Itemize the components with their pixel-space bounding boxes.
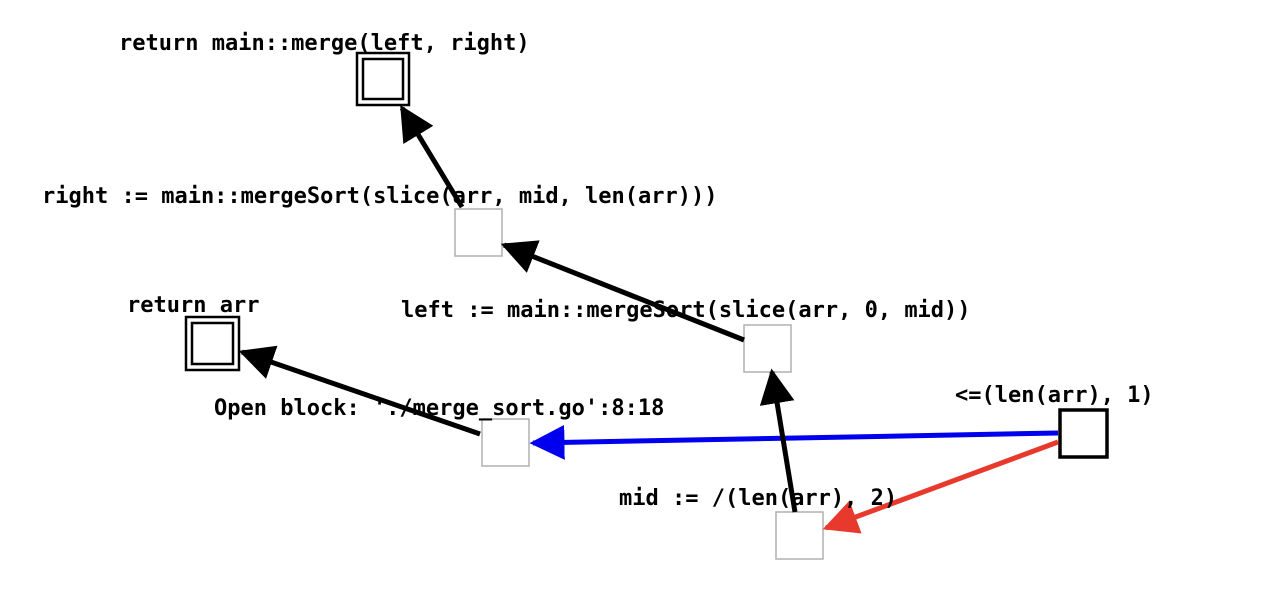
label-left-assign: left := main::mergeSort(slice(arr, 0, mi…	[401, 298, 971, 323]
node-return-arr	[184, 315, 241, 372]
node-condition	[1058, 408, 1109, 459]
label-right-assign: right := main::mergeSort(slice(arr, mid,…	[42, 184, 718, 209]
edge-open-block-to-return-arr	[238, 345, 481, 437]
label-return-merge: return main::merge(left, right)	[119, 31, 530, 56]
label-mid-assign: mid := /(len(arr), 2)	[619, 486, 897, 511]
node-open-block	[481, 418, 530, 467]
node-return-merge	[355, 51, 411, 107]
edge-left-assign-to-right-assign	[500, 240, 745, 343]
node-right-assign	[454, 208, 503, 257]
edge-right-assign-to-return-merge	[399, 105, 465, 209]
edge-mid-assign-to-left-assign	[759, 368, 798, 513]
node-mid-assign	[775, 511, 824, 560]
label-condition: <=(len(arr), 1)	[955, 383, 1154, 408]
edge-cond-to-mid-assign	[822, 439, 1059, 534]
label-return-arr: return arr	[127, 293, 259, 318]
edge-cond-to-open-block	[529, 424, 1059, 460]
node-left-assign	[743, 324, 792, 373]
label-open-block: Open block: './merge_sort.go':8:18	[214, 396, 664, 421]
